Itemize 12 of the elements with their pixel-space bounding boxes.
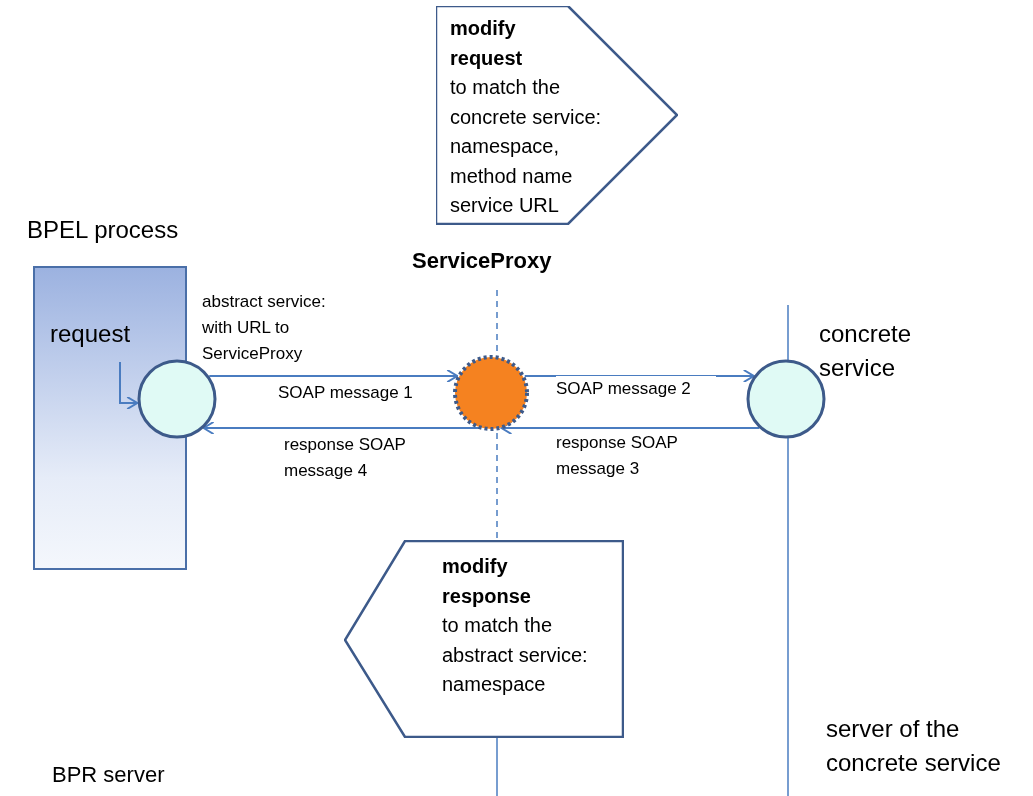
arrow bbox=[119, 361, 139, 410]
callout-text: to match the concrete service: namespace, method name service URL bbox=[450, 75, 603, 218]
lifeline-title: ServiceProxy bbox=[412, 248, 553, 274]
callout-text: to match the abstract service: namespace bbox=[442, 613, 589, 697]
arrow bbox=[208, 369, 459, 383]
server-label: server of the concrete service bbox=[826, 714, 1002, 778]
process-title: BPEL process bbox=[27, 216, 179, 244]
node-text: request bbox=[50, 320, 131, 348]
server-label: BPR server bbox=[52, 762, 166, 788]
beside-text: concrete service bbox=[819, 319, 913, 383]
arrow bbox=[523, 369, 755, 383]
annotation-text: abstract service: with URL to ServiceProxy bbox=[202, 291, 327, 365]
